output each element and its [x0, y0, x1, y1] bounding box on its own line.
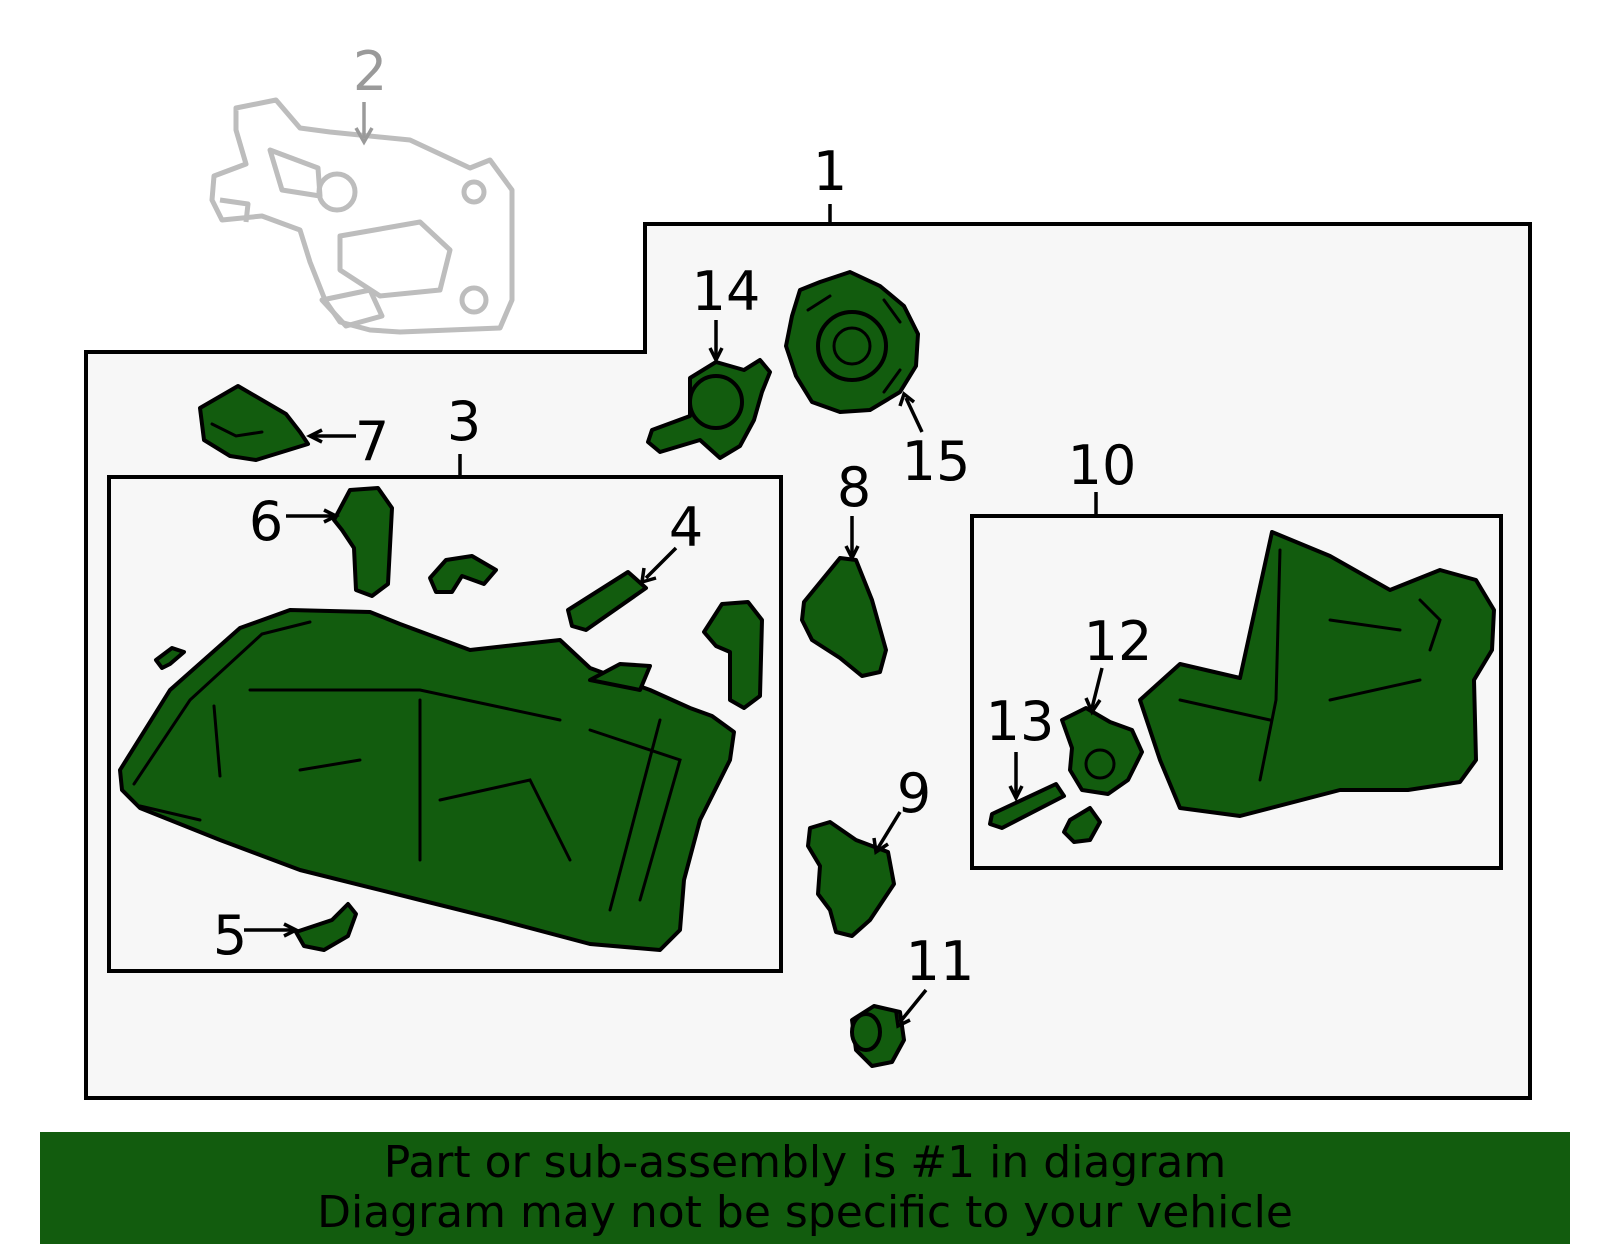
hose-small	[428, 554, 498, 594]
callout-2: 2	[353, 40, 387, 103]
callout-5: 5	[213, 904, 247, 967]
callout-7: 7	[355, 410, 389, 473]
callout-10: 10	[1068, 434, 1137, 497]
callout-13: 13	[986, 690, 1055, 753]
screw-part-13	[988, 782, 1066, 830]
connector-part-7	[198, 384, 310, 462]
bracket-part-8	[800, 556, 888, 678]
socket-part-15	[784, 270, 920, 414]
callout-11: 11	[906, 930, 975, 993]
callout-15: 15	[902, 430, 971, 493]
clip-small	[154, 646, 186, 670]
banner-line-2: Diagram may not be specific to your vehi…	[317, 1187, 1293, 1238]
callout-1: 1	[813, 140, 847, 203]
motor-housing-part-10	[1138, 530, 1496, 818]
bracket-part-9	[806, 820, 896, 938]
callout-12: 12	[1084, 610, 1153, 673]
banner-line-1: Part or sub-assembly is #1 in diagram	[383, 1137, 1227, 1188]
nut-part-11	[850, 1004, 906, 1068]
hose-right	[702, 600, 764, 710]
bulb-part-14	[646, 358, 772, 460]
callout-9: 9	[897, 762, 931, 825]
fastener-small	[1062, 806, 1102, 844]
bracket-ghost-part-2	[209, 97, 515, 335]
callout-3: 3	[447, 390, 481, 453]
clip-part-5	[294, 902, 358, 952]
disclaimer-banner: Part or sub-assembly is #1 in diagram Di…	[40, 1132, 1570, 1244]
callout-8: 8	[837, 456, 871, 519]
leader-lines	[244, 102, 1104, 1029]
motor-part-12	[1060, 706, 1144, 796]
headlamp-part-3	[118, 608, 736, 952]
callout-4: 4	[669, 496, 703, 559]
hose-part-6	[332, 486, 394, 598]
bulb-part-4	[566, 570, 648, 632]
callout-14: 14	[692, 260, 761, 323]
callout-6: 6	[249, 490, 283, 553]
